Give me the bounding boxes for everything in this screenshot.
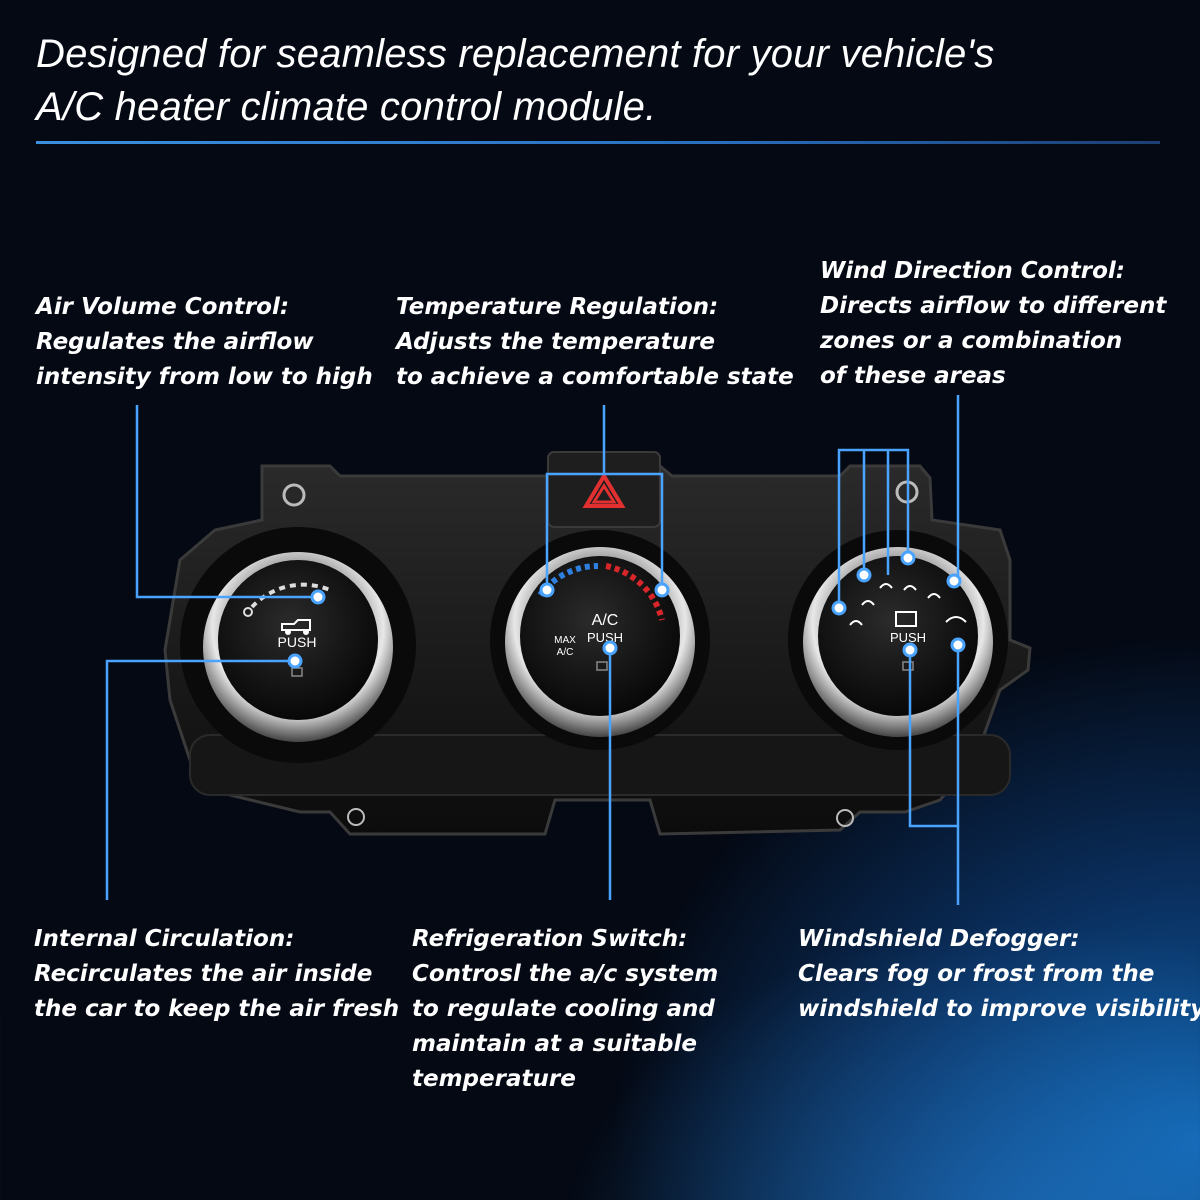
- temperature-knob: A/C PUSH MAX A/C: [490, 530, 710, 750]
- center-push-label: PUSH: [587, 630, 623, 645]
- callout-wind-direction: Wind Direction Control: Directs airflow …: [820, 254, 1166, 394]
- recirculation-icon: [281, 619, 311, 635]
- headline-divider: [36, 141, 1160, 144]
- callout-title: Refrigeration Switch:: [412, 926, 688, 952]
- callout-line: Clears fog or frost from the: [798, 961, 1155, 987]
- callout-line: windshield to improve visibility: [798, 996, 1200, 1022]
- face-floor-vent-icon: [861, 600, 875, 606]
- max-ac-label: A/C: [557, 647, 574, 658]
- marker-defogger-front: [950, 637, 966, 653]
- fan-speed-knob: PUSH: [180, 527, 416, 763]
- callout-title: Wind Direction Control:: [820, 258, 1125, 284]
- callout-line: maintain at a suitable: [412, 1031, 697, 1057]
- marker-refrigeration: [602, 640, 618, 656]
- callout-title: Internal Circulation:: [34, 926, 295, 952]
- marker-air-volume: [310, 589, 326, 605]
- marker-temp-cold: [539, 582, 555, 598]
- hazard-triangle-icon: [582, 472, 626, 508]
- headline-line-2: A/C heater climate control module.: [36, 85, 657, 129]
- marker-temp-hot: [654, 582, 670, 598]
- marker-wind-2: [856, 567, 872, 583]
- callout-line: the car to keep the air fresh: [34, 996, 400, 1022]
- right-push-label: PUSH: [890, 630, 926, 645]
- max-label: MAX: [554, 635, 576, 646]
- headline: Designed for seamless replacement for yo…: [36, 28, 1156, 134]
- callout-line: temperature: [412, 1066, 576, 1092]
- bilevel-vent-icon: [903, 585, 917, 591]
- callout-line: Directs airflow to different: [820, 293, 1167, 319]
- callout-defogger: Windshield Defogger: Clears fog or frost…: [798, 922, 1200, 1027]
- callout-refrigeration: Refrigeration Switch: Controsl the a/c s…: [412, 922, 718, 1097]
- air-direction-knob: PUSH: [788, 530, 1008, 750]
- callout-line: to achieve a comfortable state: [396, 364, 794, 390]
- callout-markers: [287, 550, 966, 669]
- marker-wind-3: [900, 550, 916, 566]
- callout-title: Temperature Regulation:: [396, 294, 719, 320]
- marker-defogger-rear: [902, 642, 918, 658]
- hazard-button: [547, 451, 661, 528]
- callout-title: Windshield Defogger:: [798, 926, 1080, 952]
- hot-scale: [605, 563, 665, 621]
- floor-vent-icon: [849, 620, 863, 626]
- callout-line: Adjusts the temperature: [396, 329, 715, 355]
- marker-wind-4: [946, 573, 962, 589]
- leader-lines: [105, 395, 960, 905]
- marker-wind-1: [831, 600, 847, 616]
- left-push-label: PUSH: [278, 634, 317, 650]
- windshield-defrost-icon: [945, 616, 967, 623]
- callout-line: Regulates the airflow: [36, 329, 314, 355]
- callout-line: of these areas: [820, 363, 1006, 389]
- callout-line: zones or a combination: [820, 328, 1123, 354]
- callout-line: to regulate cooling and: [412, 996, 715, 1022]
- callout-line: Recirculates the air inside: [34, 961, 373, 987]
- callout-title: Air Volume Control:: [36, 294, 290, 320]
- callout-air-volume: Air Volume Control: Regulates the airflo…: [36, 290, 373, 395]
- face-vent-icon: [879, 583, 893, 589]
- headline-line-1: Designed for seamless replacement for yo…: [36, 32, 995, 76]
- callout-line: Controsl the a/c system: [412, 961, 719, 987]
- rear-defrost-icon: [895, 611, 917, 627]
- ac-label: A/C: [592, 612, 619, 629]
- callout-temperature: Temperature Regulation: Adjusts the temp…: [396, 290, 794, 395]
- marker-internal-circulation: [287, 653, 303, 669]
- defrost-floor-icon: [927, 593, 941, 599]
- callout-internal-circulation: Internal Circulation: Recirculates the a…: [34, 922, 399, 1027]
- callout-line: intensity from low to high: [36, 364, 373, 390]
